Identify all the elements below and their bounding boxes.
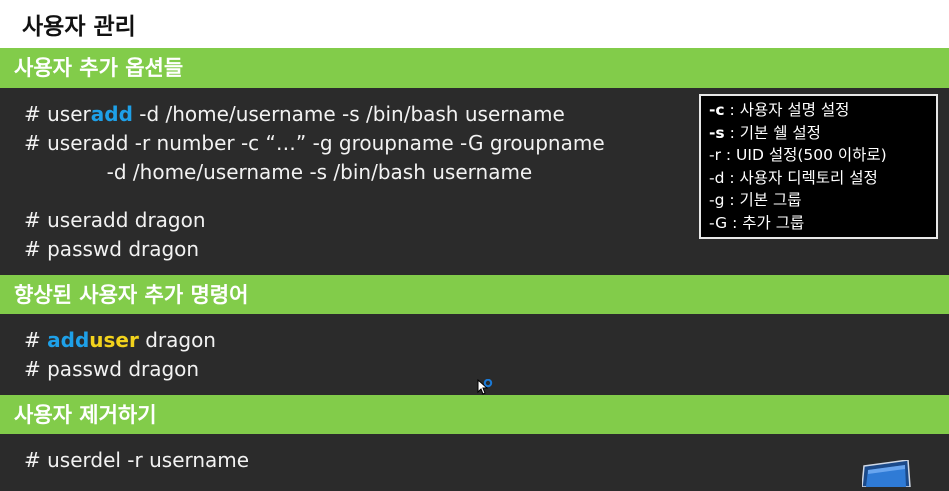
command-line: # adduser dragon: [24, 328, 216, 352]
window-icon: [861, 459, 912, 488]
option-flag: -G: [709, 213, 728, 232]
command-highlight: add: [90, 102, 133, 126]
section-header-label: 사용자 제거하기: [14, 403, 157, 427]
option-line: -c : 사용자 설명 설정: [709, 99, 936, 122]
section-header-adduser: 향상된 사용자 추가 명령어: [0, 275, 949, 314]
option-flag: -g: [709, 191, 725, 209]
option-desc: : 기본 그룹: [724, 191, 802, 209]
panel-userdel: # userdel -r username: [0, 434, 949, 487]
busy-pointer-icon: [477, 378, 497, 401]
option-line: -d : 사용자 디렉토리 설정: [709, 167, 936, 190]
option-line: -g : 기본 그룹: [709, 189, 936, 212]
title-bar: 사용자 관리: [0, 0, 949, 48]
command-line: # userdel -r username: [24, 448, 250, 472]
command-prefix: #: [24, 328, 48, 352]
command-line: # passwd dragon: [24, 357, 200, 381]
options-legend-box: -c : 사용자 설명 설정 -s : 기본 쉘 설정 -r : UID 설정(…: [699, 94, 938, 239]
command-prefix: # user: [24, 102, 91, 126]
option-line: -G : 추가 그룹: [709, 212, 936, 235]
command-rest: dragon: [138, 328, 216, 352]
command-line: # useradd dragon: [24, 208, 206, 232]
option-desc: : 기본 쉘 설정: [724, 123, 821, 142]
command-line: # useradd -d /home/username -s /bin/bash…: [24, 102, 565, 126]
option-desc: : UID 설정(500 이하로): [720, 146, 887, 164]
option-desc: : 사용자 설명 설정: [724, 101, 850, 119]
page-title: 사용자 관리: [22, 14, 136, 40]
section-header-userdel: 사용자 제거하기: [0, 395, 949, 434]
section-header-label: 향상된 사용자 추가 명령어: [14, 283, 249, 307]
command-line: -d /home/username -s /bin/bash username: [24, 160, 533, 184]
command-line: # useradd -r number -c “…” -g groupname …: [24, 131, 605, 155]
option-flag: -c: [709, 101, 725, 119]
option-flag: -s: [709, 123, 725, 142]
section-header-label: 사용자 추가 옵션들: [14, 56, 184, 80]
option-flag: -r: [709, 146, 721, 164]
command-rest: -d /home/username -s /bin/bash username: [132, 102, 565, 126]
command-highlight-yellow: user: [89, 328, 139, 352]
option-desc: : 추가 그룹: [727, 213, 805, 232]
command-highlight-blue: add: [47, 328, 90, 352]
option-desc: : 사용자 디렉토리 설정: [724, 168, 878, 187]
section-header-add-options: 사용자 추가 옵션들: [0, 48, 949, 88]
option-line: -r : UID 설정(500 이하로): [709, 144, 936, 167]
option-line: -s : 기본 쉘 설정: [709, 122, 936, 145]
option-flag: -d: [709, 168, 725, 187]
command-line: # passwd dragon: [24, 237, 200, 261]
panel-adduser: # adduser dragon # passwd dragon: [0, 314, 949, 395]
